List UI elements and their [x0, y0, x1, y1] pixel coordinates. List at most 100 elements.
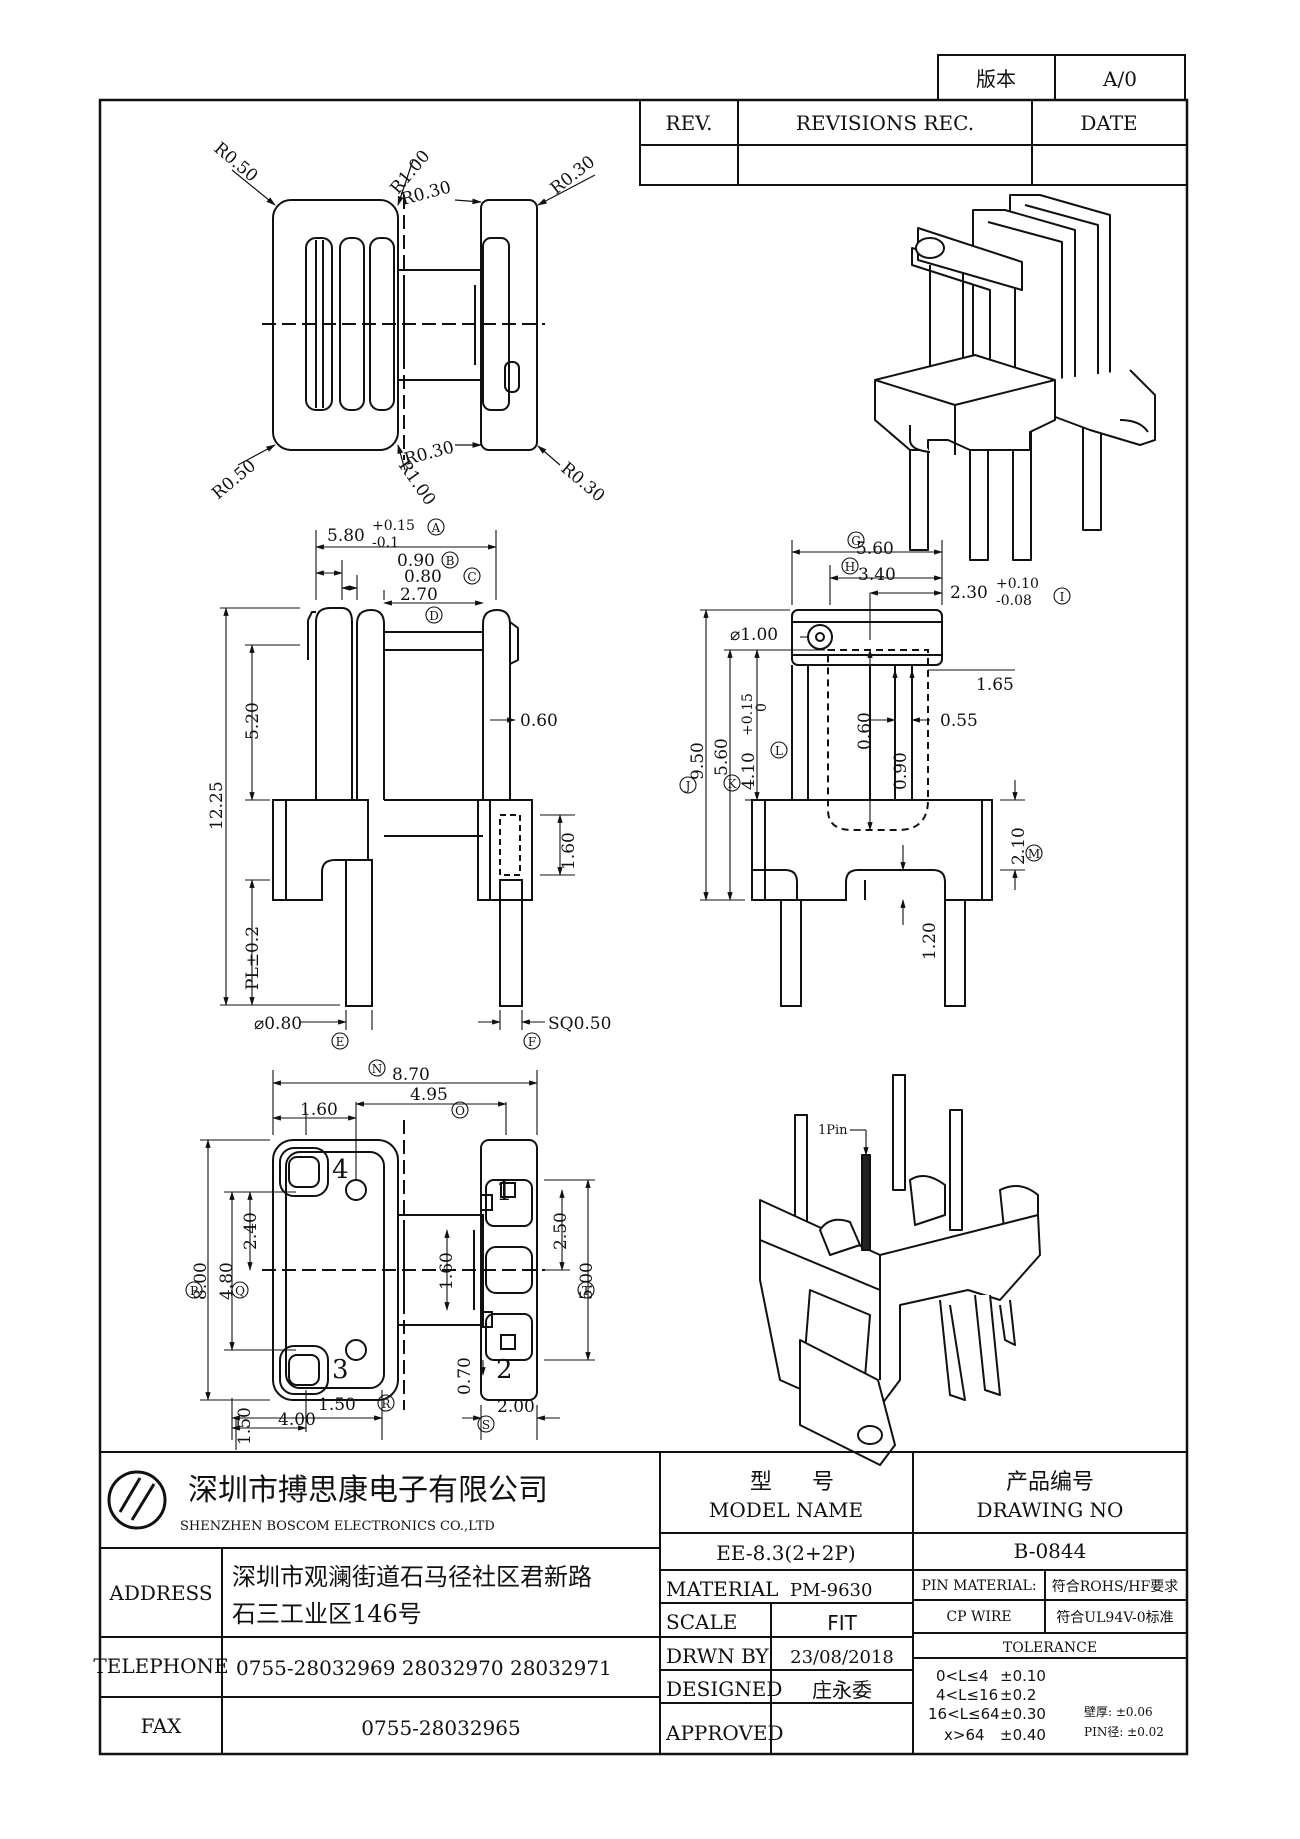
dim-label: +0.15 — [372, 518, 415, 534]
marker-label: O — [455, 1104, 465, 1118]
material-value: PM-9630 — [790, 1580, 872, 1601]
marker-label: D — [429, 609, 439, 623]
dim-label: 8.00 — [191, 1262, 211, 1300]
scale-label: SCALE — [666, 1610, 737, 1634]
dim-label: SQ0.50 — [548, 1014, 611, 1034]
approved-label: APPROVED — [665, 1721, 784, 1745]
dim-label: 8.70 — [392, 1065, 430, 1085]
marker-label: N — [372, 1062, 383, 1076]
dim-label: 4.80 — [217, 1262, 237, 1300]
dim-label: 2.40 — [241, 1212, 261, 1250]
front-view — [272, 607, 533, 1007]
dim-label: 0.90 — [397, 551, 435, 571]
marker-label: J — [684, 779, 691, 793]
radius-label: R0.50 — [208, 456, 260, 504]
revision-table — [639, 99, 1188, 186]
title-block-grid — [100, 1451, 1187, 1754]
date-header: DATE — [1080, 111, 1137, 135]
dim-label: +0.10 — [996, 576, 1039, 592]
marker-label: K — [728, 777, 738, 791]
model-name-cn: 号 — [812, 1470, 834, 1495]
telephone-label: TELEPHONE — [93, 1654, 228, 1678]
marker-label: H — [845, 560, 855, 574]
tolerance-range: x>64 — [944, 1726, 985, 1744]
drawn-date-value: 23/08/2018 — [790, 1647, 894, 1668]
model-name-value: EE-8.3(2+2P) — [716, 1541, 855, 1565]
dim-label: 2.70 — [400, 585, 438, 605]
marker-label: G — [851, 534, 861, 548]
dim-label: PL±0.2 — [243, 926, 263, 990]
company-logo — [107, 1470, 167, 1530]
dim-label: 1.50 — [318, 1395, 356, 1415]
marker-label: M — [1028, 847, 1040, 861]
dim-label: 0.90 — [891, 752, 911, 790]
isometric-view-bottom — [759, 1074, 1041, 1466]
marker-label: T — [582, 1284, 590, 1298]
pin-material-label: PIN MATERIAL: — [921, 1578, 1036, 1594]
drawing-no-value: B-0844 — [1014, 1539, 1087, 1563]
wall-thickness-note: 壁厚: ±0.06 — [1084, 1704, 1153, 1719]
cp-wire-value: 符合UL94V-0标准 — [1056, 1610, 1173, 1626]
dim-label: ⌀0.80 — [254, 1014, 302, 1034]
tolerance-label: TOLERANCE — [1003, 1640, 1097, 1656]
marker-label: B — [446, 554, 455, 568]
dim-label: 1.60 — [437, 1252, 457, 1290]
tolerance-value: ±0.2 — [1000, 1686, 1036, 1704]
address-label: ADDRESS — [108, 1581, 212, 1605]
version-value: A/0 — [1102, 67, 1137, 91]
material-label: MATERIAL — [666, 1577, 778, 1601]
top-view — [262, 195, 545, 460]
pin-diameter-note: PIN径: ±0.02 — [1084, 1725, 1164, 1739]
dim-label: 2.50 — [551, 1212, 571, 1250]
radius-label: R0.30 — [547, 152, 599, 199]
marker-label: R — [381, 1397, 391, 1411]
marker-label: I — [1060, 590, 1065, 604]
fax-value: 0755-28032965 — [361, 1716, 520, 1740]
scale-value: FIT — [827, 1611, 857, 1635]
pin-one-label: 1Pin — [818, 1123, 848, 1138]
marker-label: L — [775, 744, 783, 758]
tolerance-range: 16<L≤64 — [928, 1705, 1000, 1723]
drawing-no-cn: 产品编号 — [1006, 1470, 1094, 1495]
dim-label: 12.25 — [207, 781, 227, 830]
marker-label: E — [336, 1035, 345, 1049]
tolerance-range: 4<L≤16 — [936, 1686, 998, 1704]
pin-number: 3 — [332, 1355, 349, 1385]
cp-wire-label: CP WIRE — [946, 1609, 1011, 1625]
revisions-header: REVISIONS REC. — [796, 111, 974, 135]
marker-label: A — [431, 521, 441, 535]
drawn-by-label: DRWN BY — [666, 1644, 769, 1668]
dim-label: 1.60 — [559, 832, 579, 870]
pin-material-value: 符合ROHS/HF要求 — [1052, 1579, 1178, 1595]
dim-label: 1.60 — [300, 1100, 338, 1120]
dim-label: 0.60 — [855, 712, 875, 750]
marker-label: S — [482, 1418, 490, 1432]
dim-label: 9.50 — [688, 742, 708, 780]
dim-label: 0.70 — [455, 1357, 475, 1395]
dim-label: 5.60 — [712, 738, 732, 776]
dim-label: 5.80 — [327, 526, 365, 546]
dim-label: 5.60 — [856, 539, 894, 559]
dim-label: 2.10 — [1009, 827, 1029, 865]
dim-label: +0.15 — [740, 693, 756, 736]
address-line-2: 石三工业区146号 — [232, 1600, 422, 1628]
radius-label: R0.30 — [557, 459, 609, 507]
dim-label: 1.65 — [976, 675, 1014, 695]
company-name-cn: 深圳市搏思康电子有限公司 — [188, 1473, 548, 1508]
dim-label: 0 — [754, 703, 770, 712]
telephone-value: 0755-28032969 28032970 28032971 — [236, 1656, 612, 1680]
marker-label: Q — [235, 1284, 245, 1298]
tolerance-range: 0<L≤4 — [936, 1667, 989, 1685]
marker-label: C — [467, 570, 476, 584]
tolerance-value: ±0.10 — [1000, 1667, 1046, 1685]
dim-label: -0.08 — [996, 593, 1032, 609]
dim-label: 5.00 — [577, 1262, 597, 1300]
dim-label: 3.40 — [858, 565, 896, 585]
tolerance-value: ±0.40 — [1000, 1726, 1046, 1744]
dim-label: 4.10 — [739, 752, 759, 790]
rev-header: REV. — [666, 111, 713, 135]
fax-label: FAX — [141, 1714, 183, 1738]
radius-label: R1.00 — [394, 456, 439, 509]
